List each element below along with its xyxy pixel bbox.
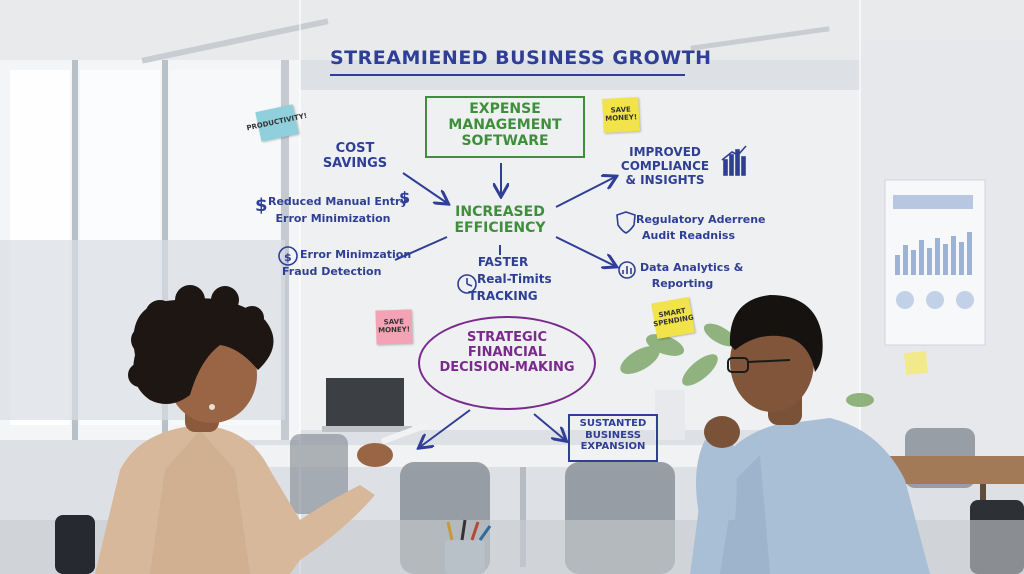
- sustained-line-2: BUSINESS: [585, 429, 641, 441]
- regulatory-line-1: Regulatory Aderrene: [636, 213, 766, 226]
- center-line-1: INCREASED: [455, 204, 545, 220]
- strategic-decision: STRATEGIC FINANCIAL DECISION-MAKING: [425, 330, 589, 376]
- error-minimization-fraud: Error Minimzation Fraud Detection: [282, 248, 412, 278]
- cost-savings-line-2: SAVINGS: [322, 155, 388, 171]
- expense-line-1: EXPENSE: [469, 101, 541, 117]
- sustained-box: [568, 414, 658, 462]
- dollar-icon: $: [399, 188, 410, 207]
- sticky-note-smart-spending: SMART SPENDING: [651, 296, 695, 340]
- regulatory-line-2: Audit Readniss: [641, 228, 735, 242]
- left-item1-line-2: Error Minimization: [275, 211, 391, 225]
- left-item2-line-1: Error Minimzation: [300, 248, 412, 261]
- expense-box-text: EXPENSE MANAGEMENT SOFTWARE: [425, 101, 585, 149]
- compliance-line-1: IMPROVED: [629, 145, 701, 159]
- center-line-2: EFFICIENCY: [454, 220, 546, 237]
- expense-line-3: SOFTWARE: [461, 133, 549, 150]
- faster-line-2: Real-Timits: [477, 271, 552, 286]
- strategic-ellipse: [418, 316, 596, 410]
- center-efficiency: INCREASED EFFICIENCY: [440, 204, 560, 236]
- left-item1-line-1: Reduced Manual Entry: [268, 195, 408, 208]
- expense-line-2: MANAGEMENT: [448, 117, 562, 134]
- cost-savings: COST SAVINGS: [320, 141, 390, 172]
- pie-chart-icon: [618, 261, 636, 279]
- faster-line-1: FASTER: [477, 255, 529, 269]
- faster-line-3: TRACKING: [468, 288, 538, 303]
- data-analytics: Data Analytics & Reporting: [640, 261, 744, 290]
- sustained-line-1: SUSTANTED: [579, 418, 647, 429]
- sticky-note-save-money-left: SAVE MONEY!: [375, 309, 413, 345]
- strategic-line-1: STRATEGIC: [466, 330, 548, 345]
- growth-chart-icon: [721, 145, 747, 176]
- regulatory-adherence: Regulatory Aderrene Audit Readniss: [636, 213, 766, 242]
- dollar-icon: [278, 246, 298, 266]
- strategic-line-3: DECISION-MAKING: [439, 359, 575, 375]
- cost-savings-line-1: COST: [335, 141, 375, 156]
- svg-text:$: $: [284, 251, 292, 264]
- board-title: STREAMIENED BUSINESS GROWTH: [330, 47, 712, 69]
- clock-icon: [457, 274, 477, 294]
- improved-compliance: IMPROVED COMPLIANCE & INSIGHTS: [620, 145, 710, 187]
- reduced-manual-entry: Reduced Manual Entry Error Minimization: [268, 195, 408, 225]
- sustained-line-3: EXPANSION: [580, 441, 646, 452]
- sticky-note-save-money-top: SAVE MONEY!: [602, 97, 640, 133]
- analytics-line-2: Reporting: [651, 276, 714, 290]
- expense-box: [425, 96, 585, 158]
- faster-tracking: FASTER Real-Timits TRACKING: [463, 255, 552, 303]
- sustained-expansion: SUSTANTED BUSINESS EXPANSION: [568, 418, 658, 453]
- shield-icon: [616, 211, 636, 234]
- strategic-line-2: FINANCIAL: [467, 344, 547, 360]
- compliance-line-3: & INSIGHTS: [625, 172, 705, 187]
- compliance-line-2: COMPLIANCE: [620, 158, 710, 173]
- dollar-icon: $: [255, 195, 268, 216]
- left-item2-line-2: Fraud Detection: [282, 264, 382, 278]
- analytics-line-1: Data Analytics &: [640, 261, 744, 274]
- title-underline: [330, 74, 685, 76]
